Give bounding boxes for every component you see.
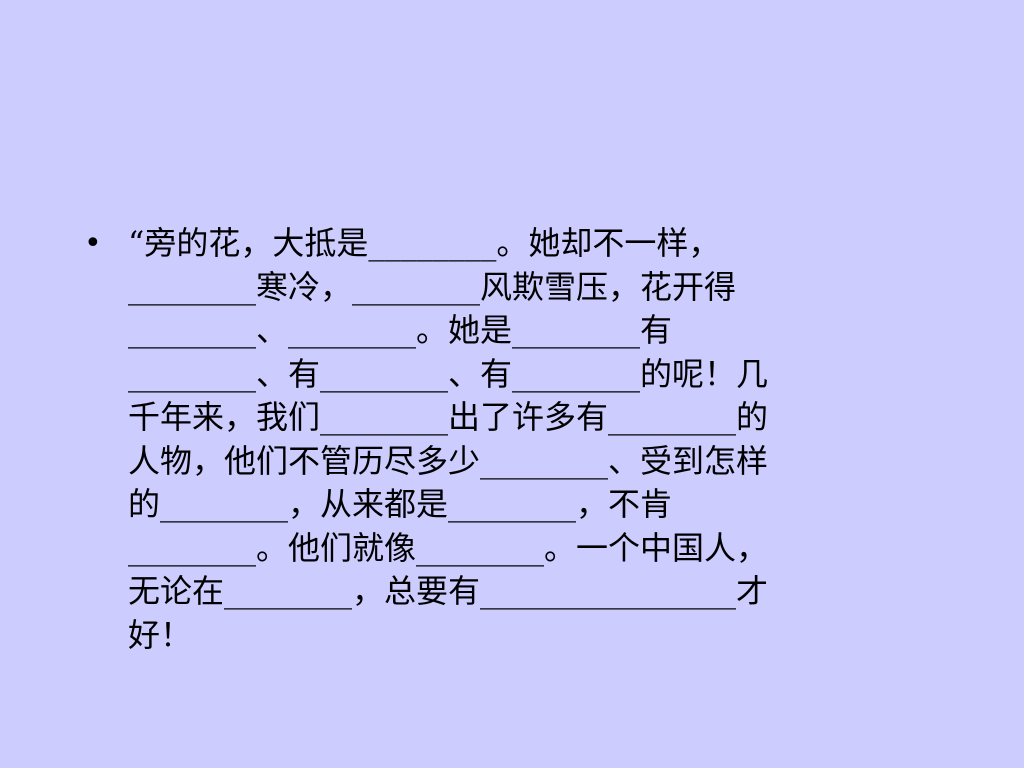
text-line-4: ________、有________、有________的呢！几	[128, 354, 769, 393]
bullet-text: “旁的花，大抵是________。她却不一样， ________寒冷，_____…	[128, 222, 928, 657]
text-line-9: 无论在________，总要有________________才	[128, 572, 769, 610]
bullet-list: • “旁的花，大抵是________。她却不一样， ________寒冷，___…	[84, 222, 944, 657]
text-line-6: 人物，他们不管历尽多少________、受到怎样	[128, 441, 769, 480]
bullet-item: • “旁的花，大抵是________。她却不一样， ________寒冷，___…	[84, 222, 944, 657]
text-line-8: ________。他们就像________。一个中国人，	[128, 528, 769, 567]
text-line-10: 好！	[128, 615, 193, 654]
text-line-5: 千年来，我们________出了许多有________的	[128, 398, 769, 436]
text-line-3: ________、________。她是________有	[128, 311, 673, 349]
text-line-2: ________寒冷，________风欺雪压，花开得	[128, 267, 737, 306]
text-line-1: “旁的花，大抵是________。她却不一样，	[128, 224, 721, 262]
text-line-7: 的________，从来都是________，不肯	[128, 485, 673, 523]
bullet-marker: •	[84, 226, 102, 261]
